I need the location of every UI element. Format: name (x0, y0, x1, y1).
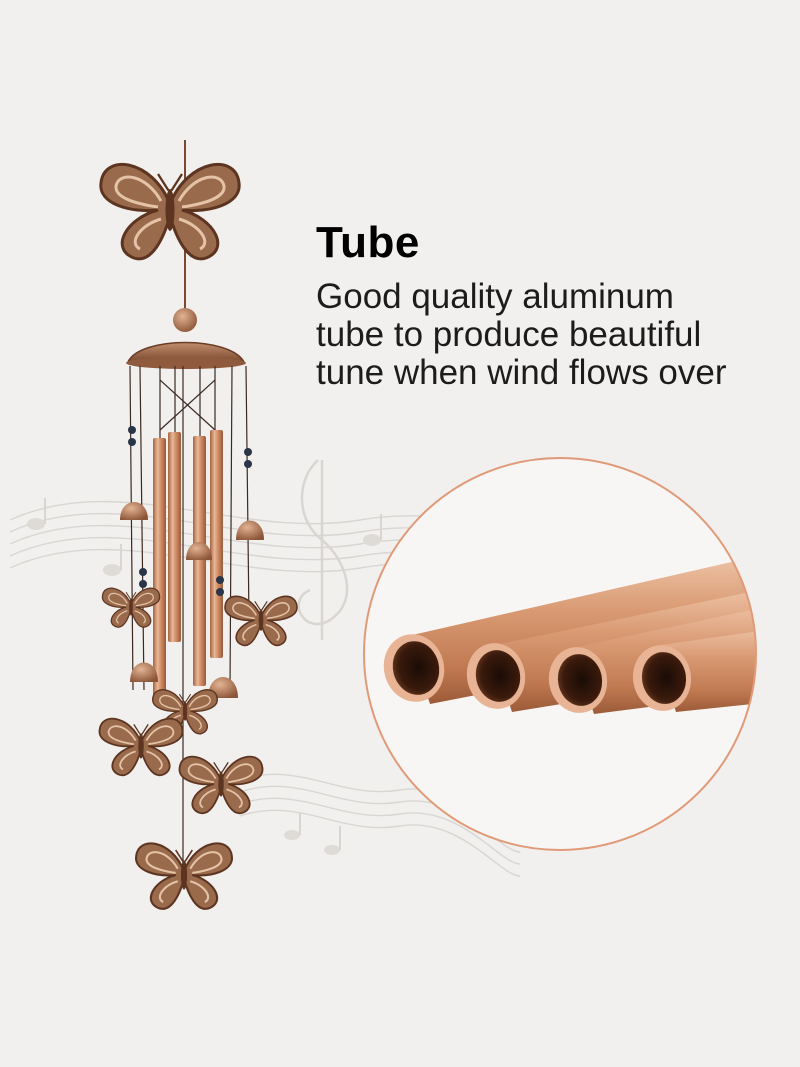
feature-title: Tube (316, 218, 420, 267)
tube-closeup (363, 457, 757, 851)
wind-chime (98, 140, 298, 910)
description-line: tube to produce beautiful (316, 315, 702, 354)
description-line: tune when wind flows over (316, 353, 727, 392)
chime-tubes (153, 430, 223, 700)
feature-description: Good quality aluminum tube to produce be… (316, 278, 786, 392)
closeup-circle-frame (363, 457, 757, 851)
music-notes-background (9, 459, 701, 877)
closeup-tube-4 (632, 628, 756, 712)
description-line: Good quality aluminum (316, 277, 674, 316)
butterfly-topper-icon (99, 162, 241, 261)
